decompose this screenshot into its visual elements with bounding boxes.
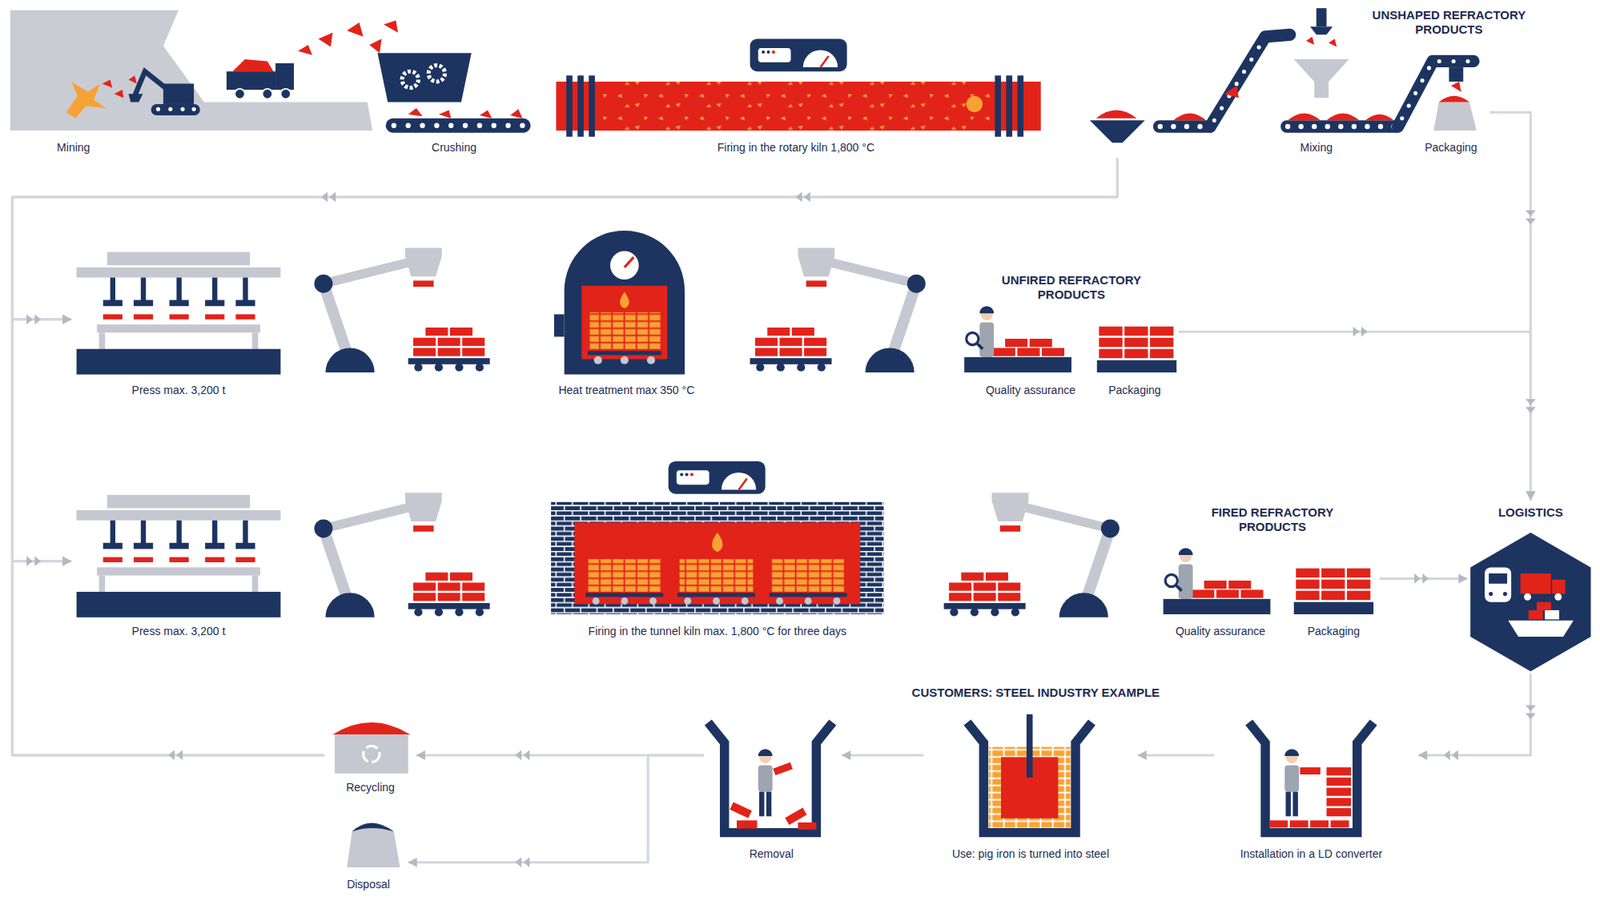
logistics-hub: LOGISTICS <box>1467 499 1594 674</box>
flow-connector <box>1489 112 1531 500</box>
flow-connector <box>12 561 325 756</box>
flow-connector <box>12 319 325 756</box>
step-label: Mixing <box>1300 140 1333 155</box>
arrowhead <box>1458 573 1468 583</box>
step-label: Quality assurance <box>985 383 1076 398</box>
process-step: Quality assurance <box>959 301 1093 403</box>
flow-connector <box>1418 673 1531 756</box>
step-label: Quality assurance <box>1175 624 1266 639</box>
process-step: Mixing <box>1275 40 1363 161</box>
process-step: Press max. 3,200 t <box>71 245 286 407</box>
flow-connector <box>408 755 705 863</box>
arrowhead <box>1418 750 1428 760</box>
step-label: Mining <box>56 140 90 155</box>
process-step: Crushing <box>372 45 536 158</box>
group-heading: FIRED REFRACTORY PRODUCTS <box>1180 505 1365 535</box>
arrowhead <box>62 314 72 325</box>
process-step: Recycling <box>324 714 417 801</box>
process-step: Packaging <box>1413 45 1491 161</box>
process-step: Press max. 3,200 t <box>71 487 286 649</box>
flow-connector <box>12 158 1118 320</box>
step-label: Heat treatment max 350 °C <box>558 383 695 398</box>
step-label: Packaging <box>1108 383 1161 398</box>
arrowhead <box>62 314 72 325</box>
process-step: Firing in the rotary kiln 1,800 °C <box>550 36 1148 159</box>
step-label: Installation in a LD converter <box>1240 847 1383 861</box>
group-heading: CUSTOMERS: STEEL INDUSTRY EXAMPLE <box>912 685 1161 700</box>
process-step: Packaging <box>1094 305 1178 403</box>
step-label: Disposal <box>346 877 390 892</box>
step-label: Crushing <box>431 140 477 155</box>
process-step: Installation in a LD converter <box>1214 714 1419 868</box>
flow-connector <box>12 158 1118 562</box>
arrowhead <box>62 556 72 567</box>
arrowhead <box>416 750 426 760</box>
process-step: Mining <box>8 8 213 161</box>
step-label: Firing in the rotary kiln 1,800 °C <box>717 140 875 155</box>
process-step: Firing in the tunnel kiln max. 1,800 °C … <box>546 457 889 647</box>
process-step: Heat treatment max 350 °C <box>535 229 720 406</box>
arrowhead <box>408 857 418 868</box>
step-label: Press max. 3,200 t <box>132 624 226 639</box>
hub-heading: LOGISTICS <box>1498 505 1564 520</box>
process-step: Removal <box>703 714 842 868</box>
step-label: Packaging <box>1424 140 1477 155</box>
flow-connector <box>416 753 704 756</box>
process-step: Use: pig iron is turned into steel <box>923 714 1138 868</box>
flow-connector <box>1178 331 1532 500</box>
process-step: Disposal <box>331 811 409 898</box>
flow-connector <box>1137 753 1215 756</box>
flow-connector <box>841 753 924 756</box>
arrowhead <box>62 556 72 567</box>
step-label: Firing in the tunnel kiln max. 1,800 °C … <box>588 624 847 639</box>
step-label: Recycling <box>345 780 395 795</box>
step-label: Use: pig iron is turned into steel <box>952 847 1110 861</box>
arrowhead <box>1525 490 1536 500</box>
process-step: Quality assurance <box>1157 546 1286 647</box>
step-label: Packaging <box>1307 624 1360 639</box>
step-label: Removal <box>749 847 794 861</box>
process-step: Packaging <box>1287 550 1380 647</box>
arrowhead <box>1525 490 1536 500</box>
arrowhead <box>1137 750 1147 760</box>
step-label: Press max. 3,200 t <box>132 383 226 398</box>
group-heading: UNSHAPED REFRACTORY PRODUCTS <box>1356 8 1541 37</box>
group-heading: UNFIRED REFRACTORY PRODUCTS <box>979 273 1164 302</box>
arrowhead <box>841 750 851 760</box>
